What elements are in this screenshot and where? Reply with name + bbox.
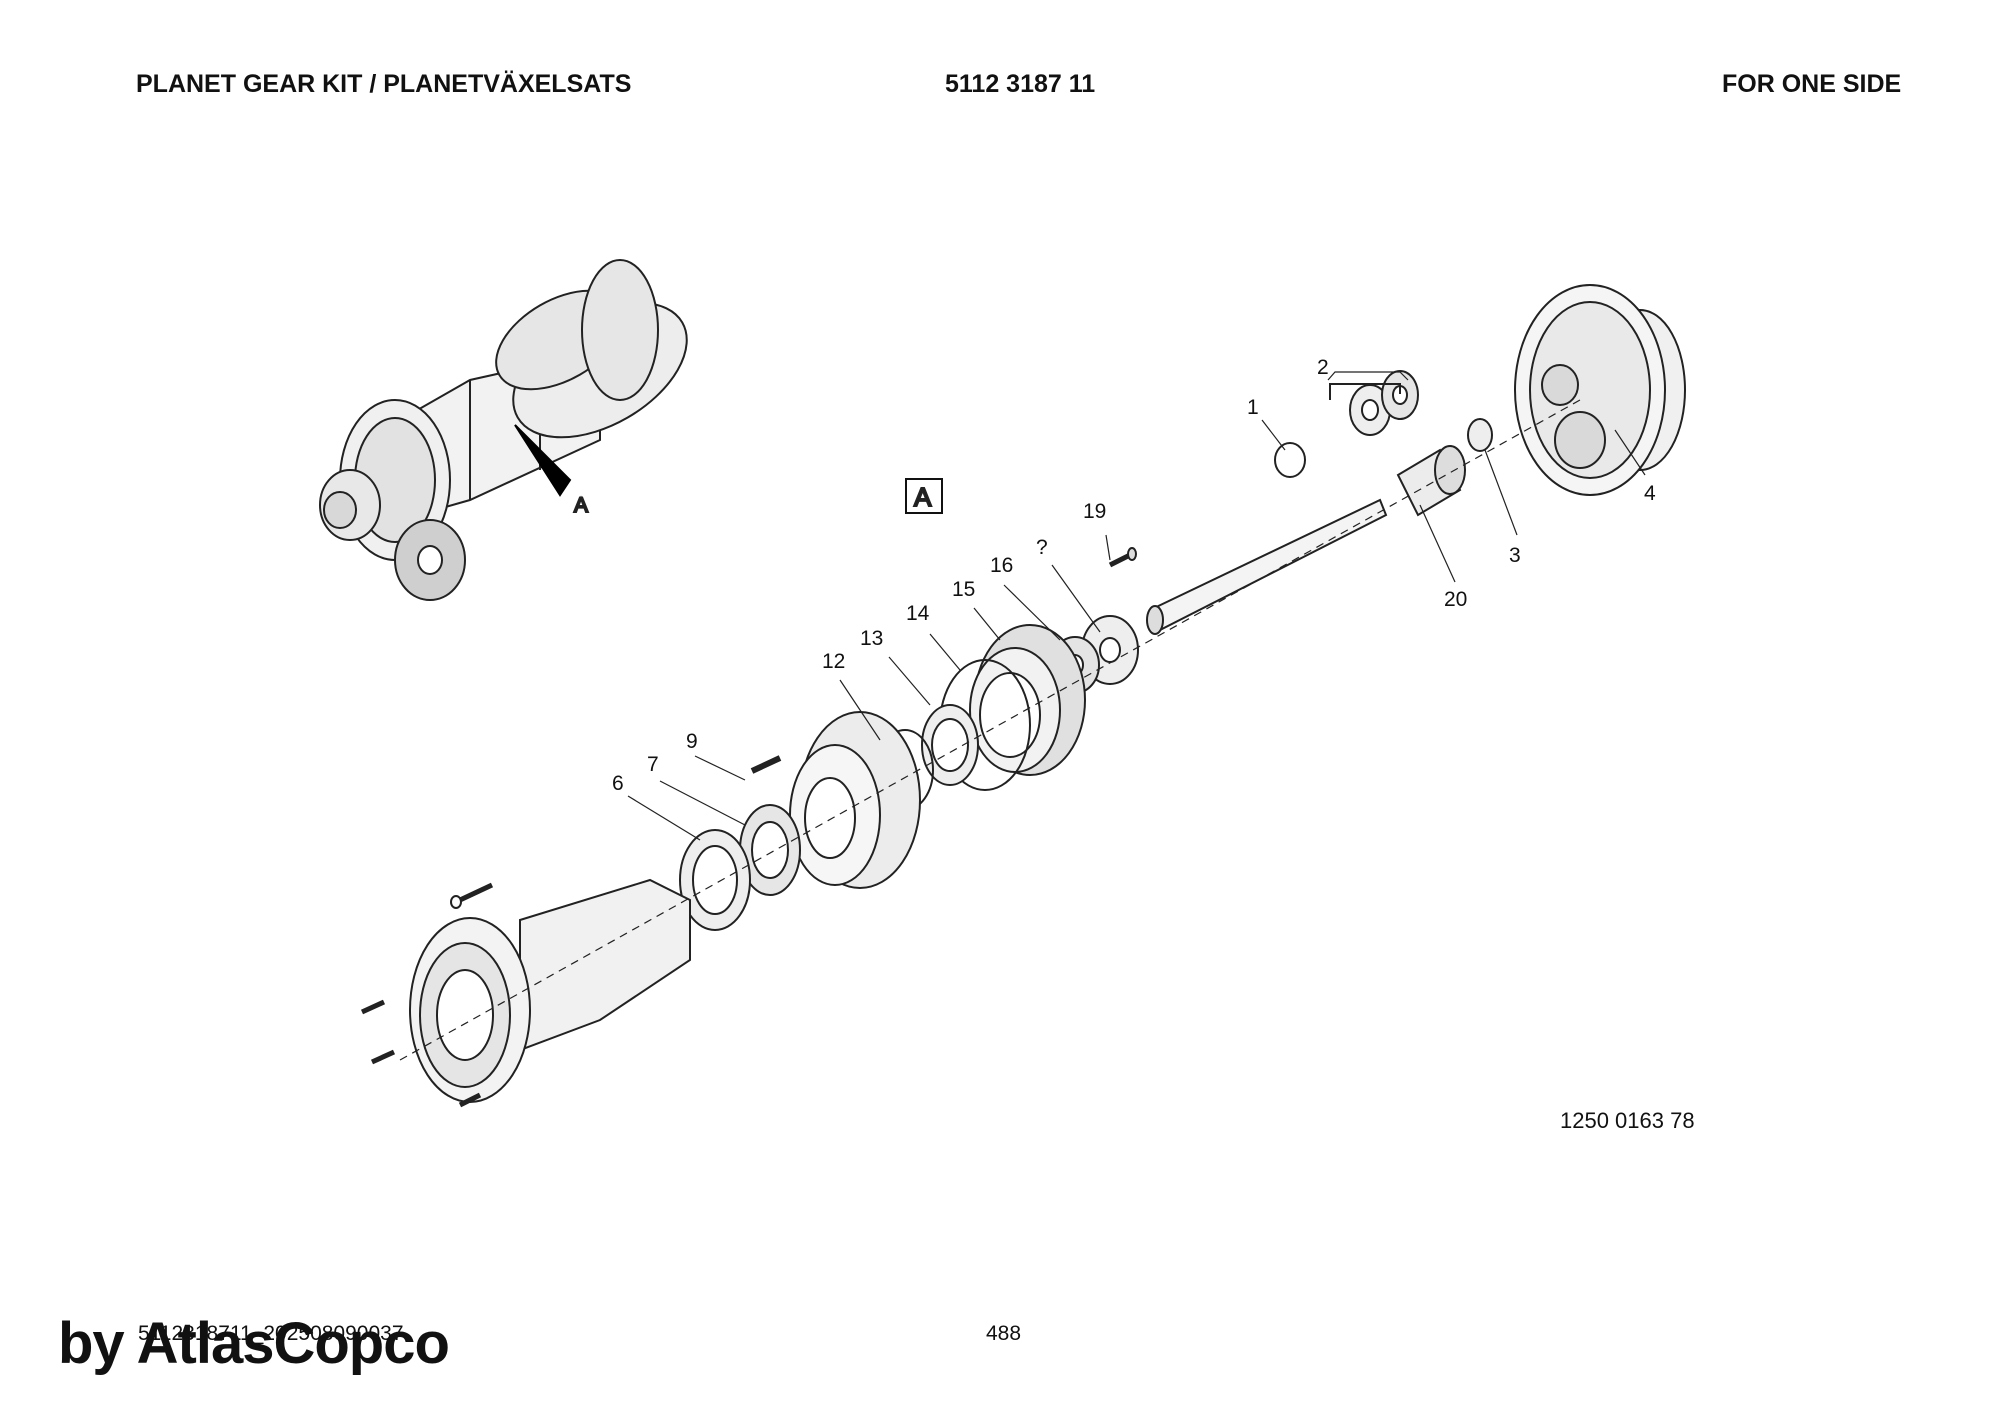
page-number: 488 — [986, 1322, 1022, 1345]
callout-1: 1 — [1247, 396, 1259, 419]
callout-12: 12 — [822, 650, 845, 673]
callout-2: 2 — [1317, 356, 1329, 379]
drawing-number: 1250 0163 78 — [1560, 1108, 1695, 1133]
document-id: 5112318711_202508090037 — [138, 1322, 404, 1345]
stud-part-9 — [750, 755, 782, 774]
callout-9: 9 — [686, 730, 698, 753]
axle-housing-end — [360, 878, 691, 1108]
half-shaft — [1146, 498, 1388, 635]
screw-part-19 — [1108, 547, 1137, 568]
wheel-hub — [789, 711, 921, 889]
callout-13: 13 — [860, 627, 883, 650]
kit-part-number: 5112 3187 11 — [945, 70, 1096, 98]
detail-view-label: A — [914, 482, 932, 512]
callout-leaders — [627, 371, 1646, 841]
planet-carrier-part-4 — [1514, 284, 1686, 496]
page-title: PLANET GEAR KIT / PLANETVÄXELSATS — [136, 70, 632, 98]
overview-view-label: A — [574, 494, 588, 517]
callout-20: 20 — [1444, 588, 1467, 611]
circlip-part-1 — [1274, 442, 1306, 478]
scope-note: FOR ONE SIDE — [1722, 70, 1902, 98]
sun-gear-part-20 — [1396, 445, 1466, 517]
callout-15: 15 — [952, 578, 975, 601]
axle-overview — [319, 259, 688, 601]
callout-4: 4 — [1644, 482, 1656, 505]
detail-view-box — [905, 478, 943, 514]
callout-3: 3 — [1509, 544, 1521, 567]
callout-19: 19 — [1083, 500, 1106, 523]
callout-14: 14 — [906, 602, 930, 625]
callout-7: 7 — [647, 753, 659, 776]
thrust-washer-part-3 — [1467, 418, 1493, 452]
callout-6: 6 — [612, 772, 624, 795]
brand-watermark: by AtlasCopco — [58, 1311, 450, 1376]
callout-16: 16 — [990, 554, 1013, 577]
planet-gears-part-2 — [1329, 370, 1419, 436]
callout-unknown: ? — [1036, 536, 1048, 559]
callout-labels: 1 2 3 4 20 19 ? 16 15 14 13 12 9 7 6 — [612, 356, 1656, 795]
